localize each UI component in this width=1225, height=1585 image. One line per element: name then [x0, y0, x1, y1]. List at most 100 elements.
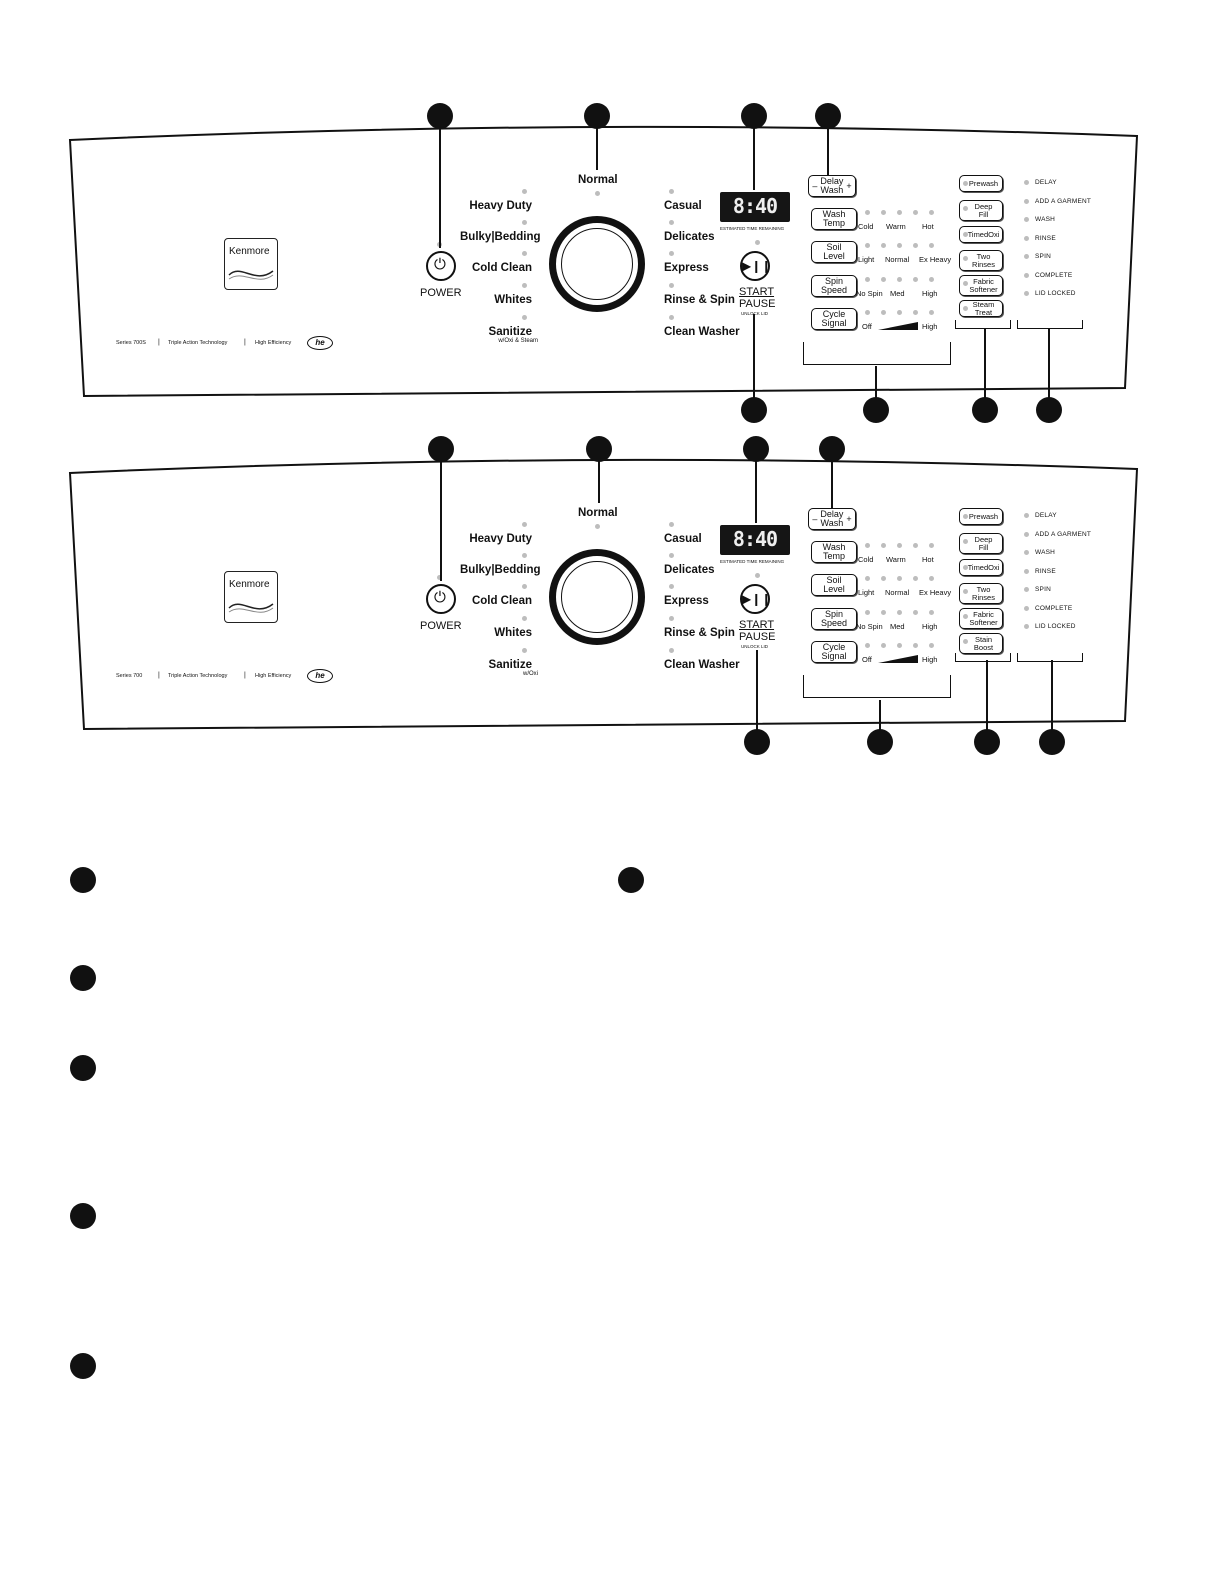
top-delay-minus[interactable]: – [812, 180, 818, 191]
bottom-delay-minus[interactable]: – [812, 513, 818, 524]
bottom-start-pause-button[interactable]: ▶❙❙ [740, 584, 771, 614]
top-cycle-right-0[interactable]: Casual [664, 200, 702, 212]
bottom-spin-speed-opt-1: Med [890, 622, 905, 631]
bottom-cycle-right-0[interactable]: Casual [664, 533, 702, 545]
bottom-cycle-signal-led-1 [881, 643, 886, 648]
bottom-spin-speed-led-3 [913, 610, 918, 615]
bottom-cycle-left-1[interactable]: Bulky|Bedding [460, 564, 541, 576]
bottom-status-led-6 [1024, 624, 1029, 629]
top-callout-settings [863, 397, 889, 423]
bottom-delay-plus[interactable]: + [846, 513, 852, 524]
top-cycle-signal-label-1: Signal [821, 318, 847, 328]
bottom-cycle-left-0[interactable]: Heavy Duty [469, 533, 532, 545]
bottom-bracket-status [1017, 653, 1083, 662]
bottom-start-indicator [755, 573, 760, 578]
bottom-callout-delay-leader-0 [831, 461, 833, 508]
bottom-cycle-left-2[interactable]: Cold Clean [471, 595, 532, 607]
top-cycle-signal-led-1 [881, 310, 886, 315]
bottom-callout-options-leader-0 [986, 660, 988, 738]
bottom-start-label: START [739, 619, 775, 631]
bottom-wash-temp-opt-2: Hot [922, 555, 934, 564]
bottom-cycle-left-3[interactable]: Whites [494, 627, 532, 639]
bottom-option-label-3-0: Two [976, 584, 991, 594]
top-callout-options [972, 397, 998, 423]
top-status-led-6 [1024, 291, 1029, 296]
bottom-status-5: COMPLETE [1035, 604, 1073, 612]
bottom-display-caption: ESTIMATED TIME REMAINING [720, 559, 785, 564]
top-cycle-right-4[interactable]: Clean Washer [664, 326, 740, 338]
top-start-pause-button[interactable]: ▶❙❙ [740, 251, 771, 281]
top-delay-label-1: Delay [820, 176, 844, 186]
top-power-button[interactable]: ⏻ [426, 251, 456, 281]
top-callout-status-leader-0 [1048, 328, 1050, 406]
top-option-label-4-0: Fabric [973, 276, 994, 286]
bottom-cycle-right-2[interactable]: Express [664, 595, 709, 607]
legend-callout-6 [70, 1353, 96, 1379]
bottom-soil-level-label-0: Soil [826, 575, 842, 585]
top-cycle-left-0[interactable]: Heavy Duty [469, 200, 532, 212]
top-cycle-left-2[interactable]: Cold Clean [471, 262, 532, 274]
top-callout-power [427, 103, 453, 129]
top-option-button-2[interactable]: TimedOxi [959, 226, 1003, 243]
top-option-button-0[interactable]: Prewash [959, 175, 1003, 192]
top-cycle-normal[interactable]: Normal [578, 174, 618, 186]
top-series-name: Series 700S [116, 340, 146, 346]
top-series-sep-1: | [158, 339, 160, 346]
bottom-cycle-signal-led-3 [913, 643, 918, 648]
bottom-cycle-left-4[interactable]: Sanitize [488, 659, 532, 671]
top-option-led-3 [963, 256, 968, 261]
top-cycle-right-indicator-0 [669, 189, 674, 194]
top-cycle-right-1[interactable]: Delicates [664, 231, 715, 243]
top-cycle-right-2[interactable]: Express [664, 262, 709, 274]
top-cycle-left-3[interactable]: Whites [494, 294, 532, 306]
top-status-led-1 [1024, 198, 1029, 204]
top-wash-temp-label-0: Wash [822, 209, 846, 219]
bottom-cycle-right-4[interactable]: Clean Washer [664, 659, 740, 671]
bottom-power-indicator [437, 575, 442, 580]
bottom-spin-speed-opt-2: High [922, 622, 938, 631]
top-cycle-left-1[interactable]: Bulky|Bedding [460, 231, 541, 243]
top-cycle-right-3[interactable]: Rinse & Spin [664, 294, 735, 306]
bottom-option-button-0[interactable]: Prewash [959, 508, 1003, 525]
top-option-led-4 [963, 281, 968, 286]
top-option-button-5[interactable]: Steam Treat [959, 300, 1003, 317]
top-callout-display-leader-0 [753, 128, 755, 190]
bottom-wash-temp-led-4 [929, 543, 934, 548]
bottom-delay-label-1: Delay [820, 509, 844, 519]
bottom-callout-normal-leader-0 [598, 461, 600, 503]
bottom-power-button[interactable]: ⏻ [426, 584, 456, 614]
bottom-option-led-4 [963, 614, 968, 619]
bottom-status-led-0 [1024, 513, 1029, 518]
top-status-led-4 [1024, 254, 1029, 259]
bottom-cycle-right-3[interactable]: Rinse & Spin [664, 627, 735, 639]
top-delay-plus[interactable]: + [846, 180, 852, 191]
top-delay-label-2: Wash [820, 185, 844, 195]
bottom-cycle-normal[interactable]: Normal [578, 507, 618, 519]
top-cycle-left-4[interactable]: Sanitize [488, 326, 532, 338]
top-wash-temp-opt-0: Cold [858, 222, 874, 231]
bottom-wash-temp-opt-1: Warm [886, 555, 906, 564]
bottom-cycle-knob-rim [561, 561, 633, 633]
top-spin-speed-led-1 [881, 277, 886, 282]
top-cycle-left-indicator-3 [522, 283, 527, 288]
bottom-cycle-right-1[interactable]: Delicates [664, 564, 715, 576]
bottom-option-button-2[interactable]: TimedOxi [959, 559, 1003, 576]
